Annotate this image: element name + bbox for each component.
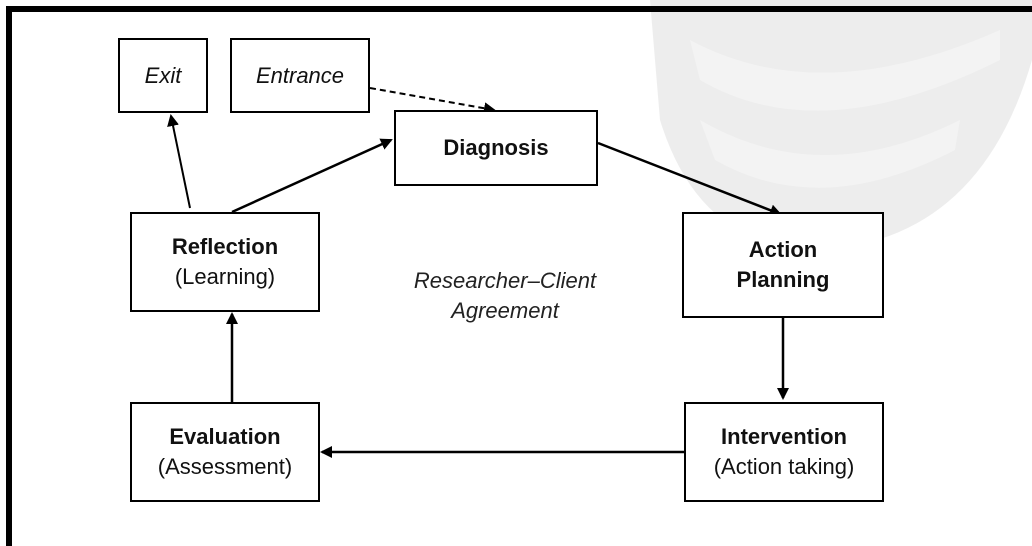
exit-box: Exit [118,38,208,113]
reflection-title: Reflection [171,234,279,259]
arrow-reflection-to-diagnosis [231,138,393,214]
action-planning-box: Action Planning [682,212,884,318]
diagram-frame [6,6,1032,546]
reflection-box: Reflection (Learning) [130,212,320,312]
researcher-client-agreement-label: Researcher–Client Agreement [370,266,640,326]
evaluation-subtitle: (Assessment) [157,454,293,479]
entrance-label: Entrance [255,62,345,88]
watermark-graphic [650,0,1032,250]
arrow-reflection-to-exit [167,114,191,209]
intervention-title: Intervention [721,424,847,449]
arrows-layer [167,87,789,458]
evaluation-box: Evaluation (Assessment) [130,402,320,502]
action-planning-line1: Action [748,237,818,262]
arrow-entrance-to-diagnosis [369,87,496,115]
intervention-subtitle: (Action taking) [713,454,855,479]
action-planning-line2: Planning [736,267,830,292]
reflection-subtitle: (Learning) [174,264,276,289]
center-label-line1: Researcher–Client [413,268,597,293]
intervention-box: Intervention (Action taking) [684,402,884,502]
evaluation-title: Evaluation [169,424,281,449]
diagnosis-box: Diagnosis [394,110,598,186]
diagnosis-label: Diagnosis [443,135,549,160]
exit-label: Exit [144,62,182,88]
center-label-line2: Agreement [451,298,559,323]
entrance-box: Entrance [230,38,370,113]
arrow-diagnosis-to-action-planning [597,141,782,216]
